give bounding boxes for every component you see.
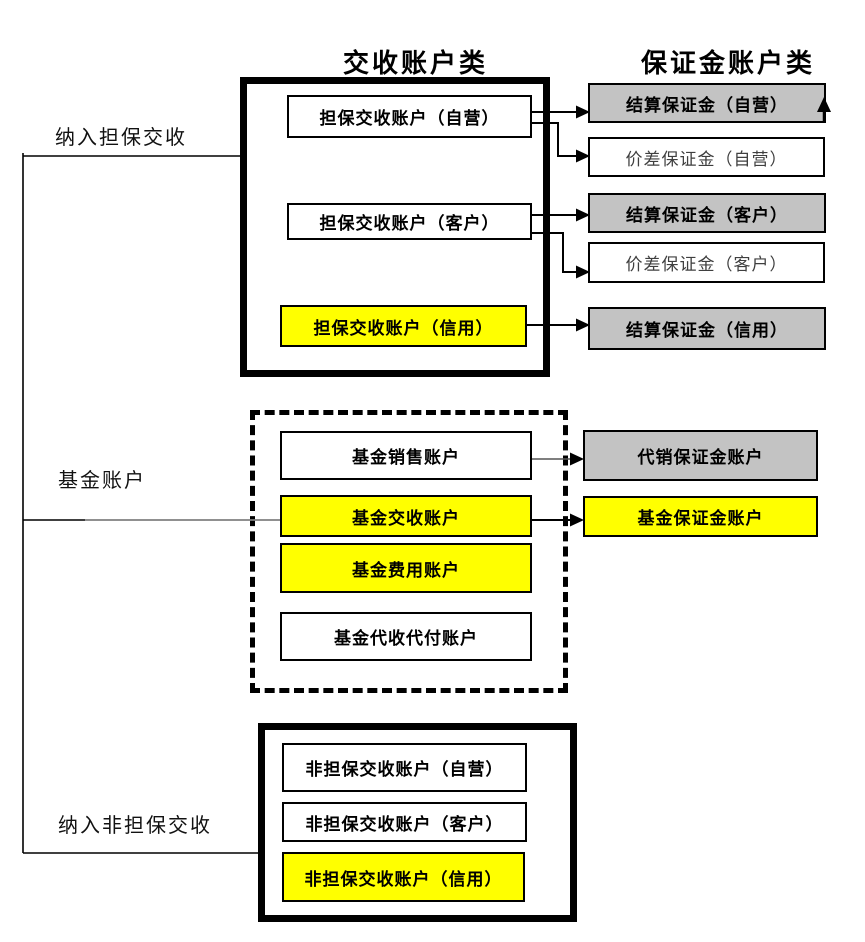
box-fund-collection-payment-account: 基金代收代付账户 (280, 612, 532, 661)
box-clearing-margin-credit: 结算保证金（信用） (588, 307, 826, 350)
label-fund-accounts: 基金账户 (58, 470, 146, 492)
box-non-guaranteed-settlement-account-client: 非担保交收账户（客户） (282, 802, 527, 842)
box-fund-margin-account: 基金保证金账户 (583, 496, 818, 537)
box-guaranteed-settlement-account-client: 担保交收账户（客户） (287, 203, 532, 240)
box-non-guaranteed-settlement-account-self: 非担保交收账户（自营） (282, 743, 527, 792)
settlement-accounts-title: 交收账户类 (343, 49, 489, 78)
label-guaranteed-settlement: 纳入担保交收 (55, 127, 187, 149)
box-guaranteed-settlement-account-credit: 担保交收账户（信用） (280, 305, 527, 347)
box-clearing-margin-client: 结算保证金（客户） (588, 193, 826, 233)
guaranteed-group-frame (240, 77, 550, 377)
box-fund-fee-account: 基金费用账户 (280, 543, 532, 593)
box-clearing-margin-self: 结算保证金（自营） (588, 83, 826, 123)
box-non-guaranteed-settlement-account-credit: 非担保交收账户（信用） (282, 852, 525, 902)
non-guaranteed-group-frame (258, 723, 577, 922)
box-guaranteed-settlement-account-self: 担保交收账户（自营） (287, 95, 532, 138)
fund-group-frame (250, 410, 568, 693)
label-non-guaranteed-settlement: 纳入非担保交收 (58, 815, 212, 837)
box-fund-sales-account: 基金销售账户 (280, 431, 532, 480)
box-consignment-margin-account: 代销保证金账户 (583, 430, 818, 481)
box-fund-settlement-account: 基金交收账户 (280, 495, 532, 537)
margin-accounts-title: 保证金账户类 (641, 49, 816, 78)
box-price-diff-margin-client: 价差保证金（客户） (588, 242, 825, 283)
box-price-diff-margin-self: 价差保证金（自营） (588, 137, 825, 177)
